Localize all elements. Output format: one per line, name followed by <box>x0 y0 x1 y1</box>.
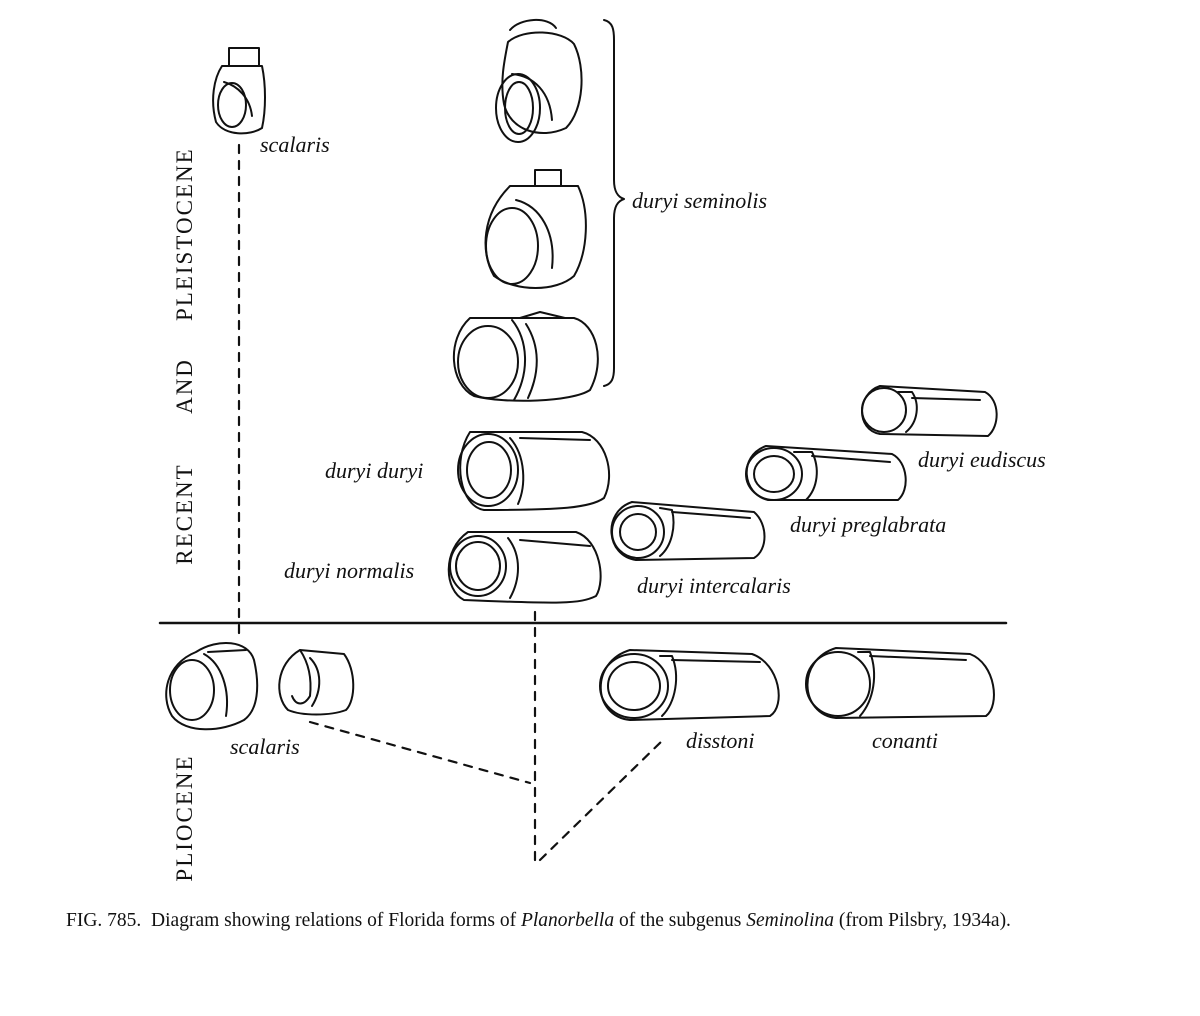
label-duryi-seminolis: duryi seminolis <box>632 188 768 213</box>
caption-prefix: FIG. 785. <box>66 910 142 931</box>
shell-scalaris-pliocene-1 <box>165 641 259 731</box>
shell-duryi-eudiscus <box>861 385 998 437</box>
shell-seminolis-3 <box>452 311 599 402</box>
caption-genus: Planorbella <box>520 910 615 931</box>
label-duryi-preglabrata: duryi preglabrata <box>790 512 947 537</box>
seminolis-brace <box>603 19 625 387</box>
shell-duryi-normalis <box>447 531 602 604</box>
figure-caption: FIG. 785. Diagram showing relations of F… <box>66 910 1011 932</box>
shell-duryi-intercalaris <box>610 501 766 561</box>
lineage-line-scalaris-branch <box>308 720 532 785</box>
label-scalaris-top: scalaris <box>260 132 330 157</box>
shell-seminolis-1 <box>495 19 583 143</box>
label-scalaris-bottom: scalaris <box>230 734 300 759</box>
shell-conanti <box>805 647 995 719</box>
lineage-line-disstoni-branch <box>538 736 667 862</box>
label-conanti: conanti <box>872 728 938 753</box>
shell-duryi-duryi <box>457 431 611 511</box>
shell-duryi-preglabrata <box>745 445 907 501</box>
lineage-lines <box>237 143 667 867</box>
era-label-and: AND <box>172 358 197 414</box>
era-label-recent: RECENT <box>172 463 197 565</box>
label-duryi-normalis: duryi normalis <box>284 558 415 583</box>
label-duryi-duryi: duryi duryi <box>325 458 424 483</box>
label-disstoni: disstoni <box>686 728 755 753</box>
label-duryi-intercalaris: duryi intercalaris <box>637 573 791 598</box>
caption-text-3: (from Pilsbry, 1934a). <box>838 910 1011 931</box>
shell-disstoni <box>599 649 780 721</box>
era-label-pleistocene: PLEISTOCENE <box>172 147 197 321</box>
caption-text-2: of the subgenus <box>618 910 742 931</box>
shell-scalaris-top <box>212 47 266 135</box>
caption-subgenus: Seminolina <box>746 910 835 931</box>
shell-scalaris-pliocene-2 <box>278 649 355 716</box>
caption-text-1: Diagram showing relations of Florida for… <box>151 910 517 931</box>
shell-seminolis-2 <box>484 169 587 289</box>
era-label-pliocene: PLIOCENE <box>172 754 197 882</box>
label-duryi-eudiscus: duryi eudiscus <box>918 447 1046 472</box>
